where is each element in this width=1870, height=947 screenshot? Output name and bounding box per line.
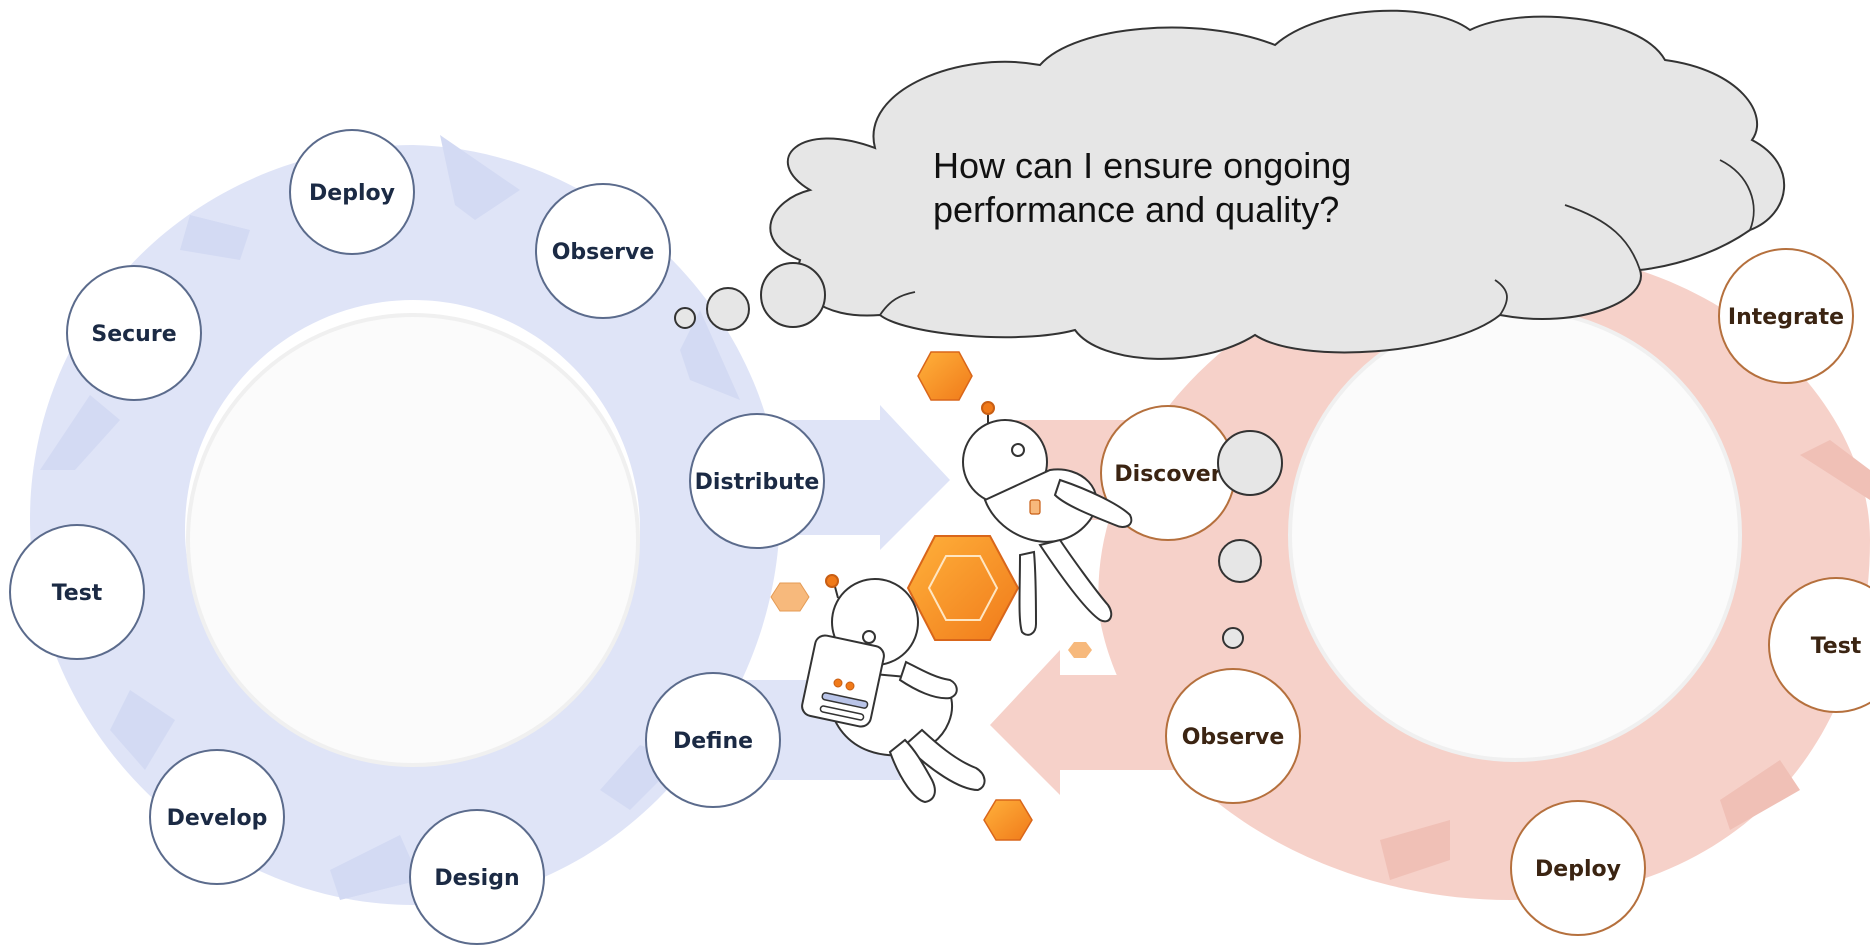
right-node-deploy: Deploy: [1510, 800, 1646, 936]
left-node-secure: Secure: [66, 265, 202, 401]
left-node-test: Test: [9, 524, 145, 660]
left-node-design: Design: [409, 809, 545, 945]
thought-dot-large: [760, 262, 826, 328]
astronaut-upper: [962, 401, 1133, 636]
thought-dot-small: [674, 307, 696, 329]
right-node-observe: Observe: [1165, 668, 1301, 804]
thought-dot-medium: [706, 287, 750, 331]
astronauts-icon: [770, 351, 1133, 841]
left-node-observe: Observe: [535, 183, 671, 319]
right-arrow-2: [1720, 760, 1800, 830]
left-node-distribute: Distribute: [689, 413, 825, 549]
right-node-integrate: Integrate: [1718, 248, 1854, 384]
left-node-label: Deploy: [309, 181, 395, 206]
right-node-test: Test: [1768, 577, 1870, 713]
hexagon-icon: [983, 799, 1033, 841]
cloud-inner-curve: [1494, 279, 1508, 316]
left-ring-band: [30, 145, 780, 905]
left-node-label: Secure: [91, 322, 176, 347]
right-flow-arrow-lower: [990, 650, 1200, 795]
left-node-label: Develop: [167, 806, 268, 831]
cloud-inner-curve: [1719, 159, 1755, 231]
left-node-deploy: Deploy: [289, 129, 415, 255]
left-node-develop: Develop: [149, 749, 285, 885]
left-arrow-4: [110, 690, 175, 770]
right-node-label: Deploy: [1535, 857, 1621, 882]
left-arrow-7: [180, 215, 250, 260]
hexagon-outline: [927, 555, 999, 621]
right-inner-circle: [1288, 308, 1742, 762]
big-hexagon-icon: [906, 535, 1020, 641]
cloud-inner-curve: [1564, 204, 1641, 271]
left-node-label: Define: [673, 729, 753, 754]
thought-text-line2: performance and quality?: [933, 189, 1339, 230]
hexagon-icon: [917, 351, 973, 401]
left-arrow-3: [40, 395, 120, 470]
thought-text-line1: How can I ensure ongoing: [933, 145, 1351, 186]
right-node-label: Observe: [1182, 725, 1285, 750]
astronaut-lower: [801, 574, 986, 804]
left-arrow-1: [440, 135, 520, 220]
right-loop: Integrate Discover Test Observe Deploy: [990, 248, 1870, 936]
left-node-label: Test: [52, 581, 103, 606]
bubble-circle: [1217, 430, 1283, 496]
right-ring-arrows: [1380, 440, 1870, 880]
left-ring-arrows: [40, 135, 740, 900]
left-node-label: Design: [434, 866, 519, 891]
bubble-circle: [1218, 539, 1262, 583]
right-node-label: Discover: [1114, 462, 1221, 487]
right-arrow-1: [1800, 440, 1870, 500]
left-inner-circle: [186, 313, 640, 767]
hexagon-icon: [770, 582, 810, 612]
left-node-label: Observe: [552, 240, 655, 265]
right-node-label: Test: [1811, 634, 1862, 659]
thought-bubble: How can I ensure ongoing performance and…: [674, 9, 1786, 360]
left-arrow-5: [330, 835, 420, 900]
left-node-label: Distribute: [695, 470, 820, 495]
right-arrow-3: [1380, 820, 1450, 880]
right-node-label: Integrate: [1728, 305, 1844, 330]
hexagon-icon: [1068, 642, 1092, 658]
cloud-inner-curve: [879, 291, 916, 316]
bubble-circle: [1222, 627, 1244, 649]
rising-bubbles: [1217, 430, 1283, 649]
left-arrow-2: [680, 310, 740, 400]
left-node-define: Define: [645, 672, 781, 808]
